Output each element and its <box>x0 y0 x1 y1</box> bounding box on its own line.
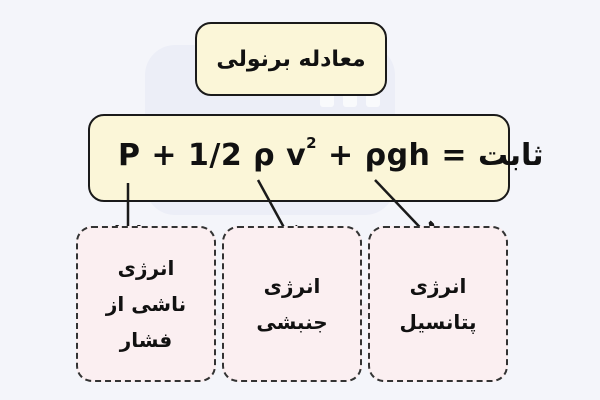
kinetic-energy-box: انرژی جنبشی <box>222 226 362 382</box>
equation-rhs: ثابت <box>477 138 544 173</box>
equation-box <box>88 114 510 202</box>
term-line1: انرژی <box>117 256 175 280</box>
potential-energy-box: انرژی پتانسیل <box>368 226 508 382</box>
equation-lhs: P + 1/2 ρ v <box>118 138 307 173</box>
equation-lhs-rest: + ρgh = <box>317 138 478 173</box>
term-line2: جنبشی <box>256 310 328 334</box>
equation-text: P + 1/2 ρ v2 + ρgh = ثابت <box>118 134 544 173</box>
title-text: معادله برنولی <box>216 46 366 72</box>
equation-exponent: 2 <box>306 134 318 152</box>
title-box: معادله برنولی <box>195 22 387 96</box>
term-line2: پتانسیل <box>399 310 477 334</box>
term-line2: ناشی از فشار <box>105 292 187 352</box>
pressure-energy-box: انرژی ناشی از فشار <box>76 226 216 382</box>
term-line1: انرژی <box>263 274 321 298</box>
term-line1: انرژی <box>409 274 467 298</box>
